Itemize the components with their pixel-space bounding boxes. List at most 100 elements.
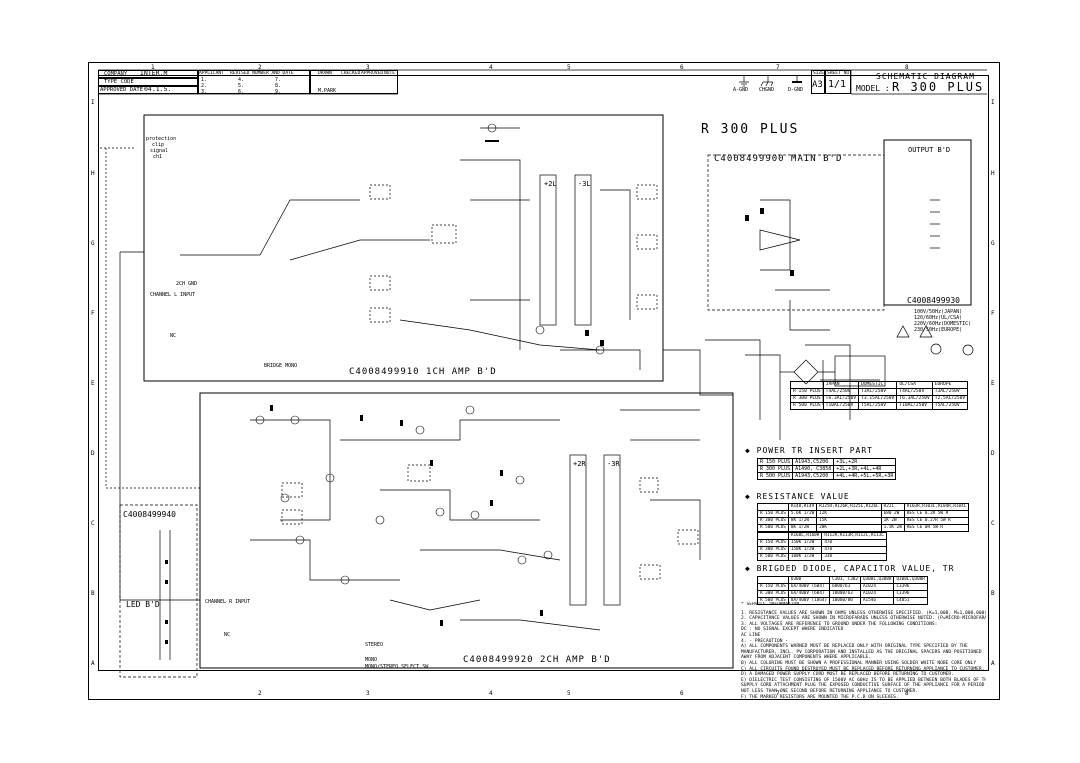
table-cell: 470 [821, 539, 887, 547]
grid-row: E [91, 380, 95, 387]
table-cell: R 300 PLUS [757, 590, 789, 598]
grid-col: 7 [776, 690, 780, 697]
table-header: R148,R149 [787, 503, 818, 511]
table-cell: T3.15AL/250V [858, 395, 898, 403]
rev-num: 3. [201, 89, 208, 95]
note-line: C) ALL CIRCUITS FOUND DESTROYED MUST BE … [741, 666, 985, 672]
table-header: R221 [880, 503, 905, 511]
note-line: NOT LESS THAN ONE SECOND BEFORE RETURNIN… [741, 688, 919, 694]
ch2-input-label: CHANNEL R INPUT [205, 599, 251, 605]
rev-num: 6. [238, 89, 245, 95]
approved-date-label: APPROVED DATE [100, 87, 144, 93]
rev-num: 7. [275, 77, 282, 83]
mono-label: MONO [365, 657, 378, 663]
model-value: R 300 PLUS [892, 80, 985, 94]
size-value: A3 [812, 80, 823, 90]
table-cell: T5AL/250V [858, 402, 898, 410]
table-cell: 470 [821, 546, 887, 554]
led-board-code: C4008499940 [123, 510, 176, 519]
amp2-board-label: C4008499920 2CH AMP B'D [463, 655, 611, 665]
table-header: C303, C302 [829, 576, 861, 584]
approved-label: APPROVED [361, 71, 384, 76]
company-label: COMPANY [104, 71, 128, 77]
rail-label: +2L [544, 180, 557, 188]
approved-date: 04.1.5. [144, 85, 172, 93]
table-cell: +3L,+2R [833, 458, 897, 466]
service-notes: * SERVICE INFORMATION 1. RESISTANCE VALU… [741, 602, 986, 700]
power-tr-title-text: POWER TR INSERT PART [756, 446, 873, 455]
checked-label: CHECKED [341, 71, 361, 76]
table-cell: R 150 PLUS [757, 510, 789, 518]
table-cell: T6.3AL/250V [822, 395, 860, 403]
table-cell: 150K 1/2W [787, 546, 823, 554]
led-signal-label: signal [150, 148, 169, 154]
rail-label: -3L [578, 180, 591, 188]
note-line: A) ALL COMPONENTS WARNED MUST BE REPLACE… [741, 644, 968, 650]
table-header: DOMESTIC [858, 381, 898, 389]
table-cell: 12K [816, 510, 882, 518]
table-cell: T6.3AL/250V [896, 395, 933, 403]
note-line: 4. - PRECAUTION - [741, 638, 789, 644]
table-header: D300 [787, 576, 831, 584]
table-cell: 5.6K 1/2W [787, 510, 818, 518]
table-header: R112R,R113R,R112L,R113L [821, 532, 887, 540]
table-cell: 6A/400V (6B4) [787, 583, 831, 591]
table-header: Q308L,Q308R [859, 576, 895, 584]
table-cell: 1.5K 2W [880, 524, 905, 532]
output-board-code: C4008499930 [907, 296, 960, 305]
note-line: SUPPLY CORD ATTACHMENT PLUG THE EXPOSED … [741, 683, 986, 689]
grid-row: I [991, 99, 995, 106]
table-cell: C3396 [893, 583, 928, 591]
table-cell: 6800/63 [829, 583, 861, 591]
table-cell: +2L,+3R,+4L,+4R [833, 465, 897, 473]
nc-label: NC [170, 333, 177, 339]
bridge-mono-label: BRIDGE MONO [264, 363, 298, 369]
table-header: JAPAN [822, 381, 860, 389]
grid-col: 7 [776, 64, 780, 71]
note-line: E) DIELECTRIC TEST CONSISTING OF 1500V A… [741, 677, 986, 683]
gnd-label: A-GND [733, 87, 749, 93]
table-cell: R 300 PLUS [790, 395, 824, 403]
note-line: * SERVICE INFORMATION [741, 602, 800, 607]
table-row: R 500 PLUS T10AL/250V T5AL/250V T10AL/25… [790, 402, 969, 410]
grid-col: 5 [567, 64, 571, 71]
drawing-area [98, 75, 989, 671]
type-code-label: TYPE CODE [104, 79, 134, 85]
table-cell: R 300 PLUS [756, 465, 794, 473]
table-cell: T4AL/250V [896, 388, 933, 396]
grid-col: 6 [680, 64, 684, 71]
table-cell: T3AL/250V [858, 388, 898, 396]
table-header: UL/CSA [896, 381, 933, 389]
grid-row: B [991, 590, 995, 597]
power-tr-title: ◆ POWER TR INSERT PART [745, 446, 873, 455]
grid-row: C [91, 520, 95, 527]
table-cell: +4L,+4R,+5L,+5R,+3R [833, 472, 897, 480]
table-cell: R 150 PLUS [757, 583, 789, 591]
table-cell: RES CE 0.2R 5W R [903, 510, 970, 518]
rev-num: 2. [201, 83, 208, 89]
table-cell: R 500 PLUS [790, 402, 824, 410]
table-cell: T10AL/250V [896, 402, 933, 410]
table-cell: 150K 1/2W [787, 539, 823, 547]
table-cell: RES CE 0.27R 5W R [903, 517, 970, 525]
table-cell: A1943,C5200 [792, 458, 835, 466]
model-label: MODEL : [856, 84, 890, 93]
grid-col: 3 [366, 64, 370, 71]
table-cell: R 500 PLUS [757, 553, 789, 561]
drawn-by: M.PARK [318, 88, 337, 94]
grid-row: F [991, 310, 995, 317]
table-cell: A1024 [859, 590, 895, 598]
table-cell: R 150 PLUS [757, 539, 789, 547]
rev-num: 4. [238, 77, 245, 83]
table-header: R103R,R103L,R104R,R104L [903, 503, 970, 511]
note-line: F) THE MARKED RESISTORS ARE MOUNTED THE … [741, 694, 899, 700]
table-header [757, 532, 789, 540]
diode-title: ◆ BRIGDED DIODE, CAPACITOR VALUE, TR [745, 564, 955, 573]
